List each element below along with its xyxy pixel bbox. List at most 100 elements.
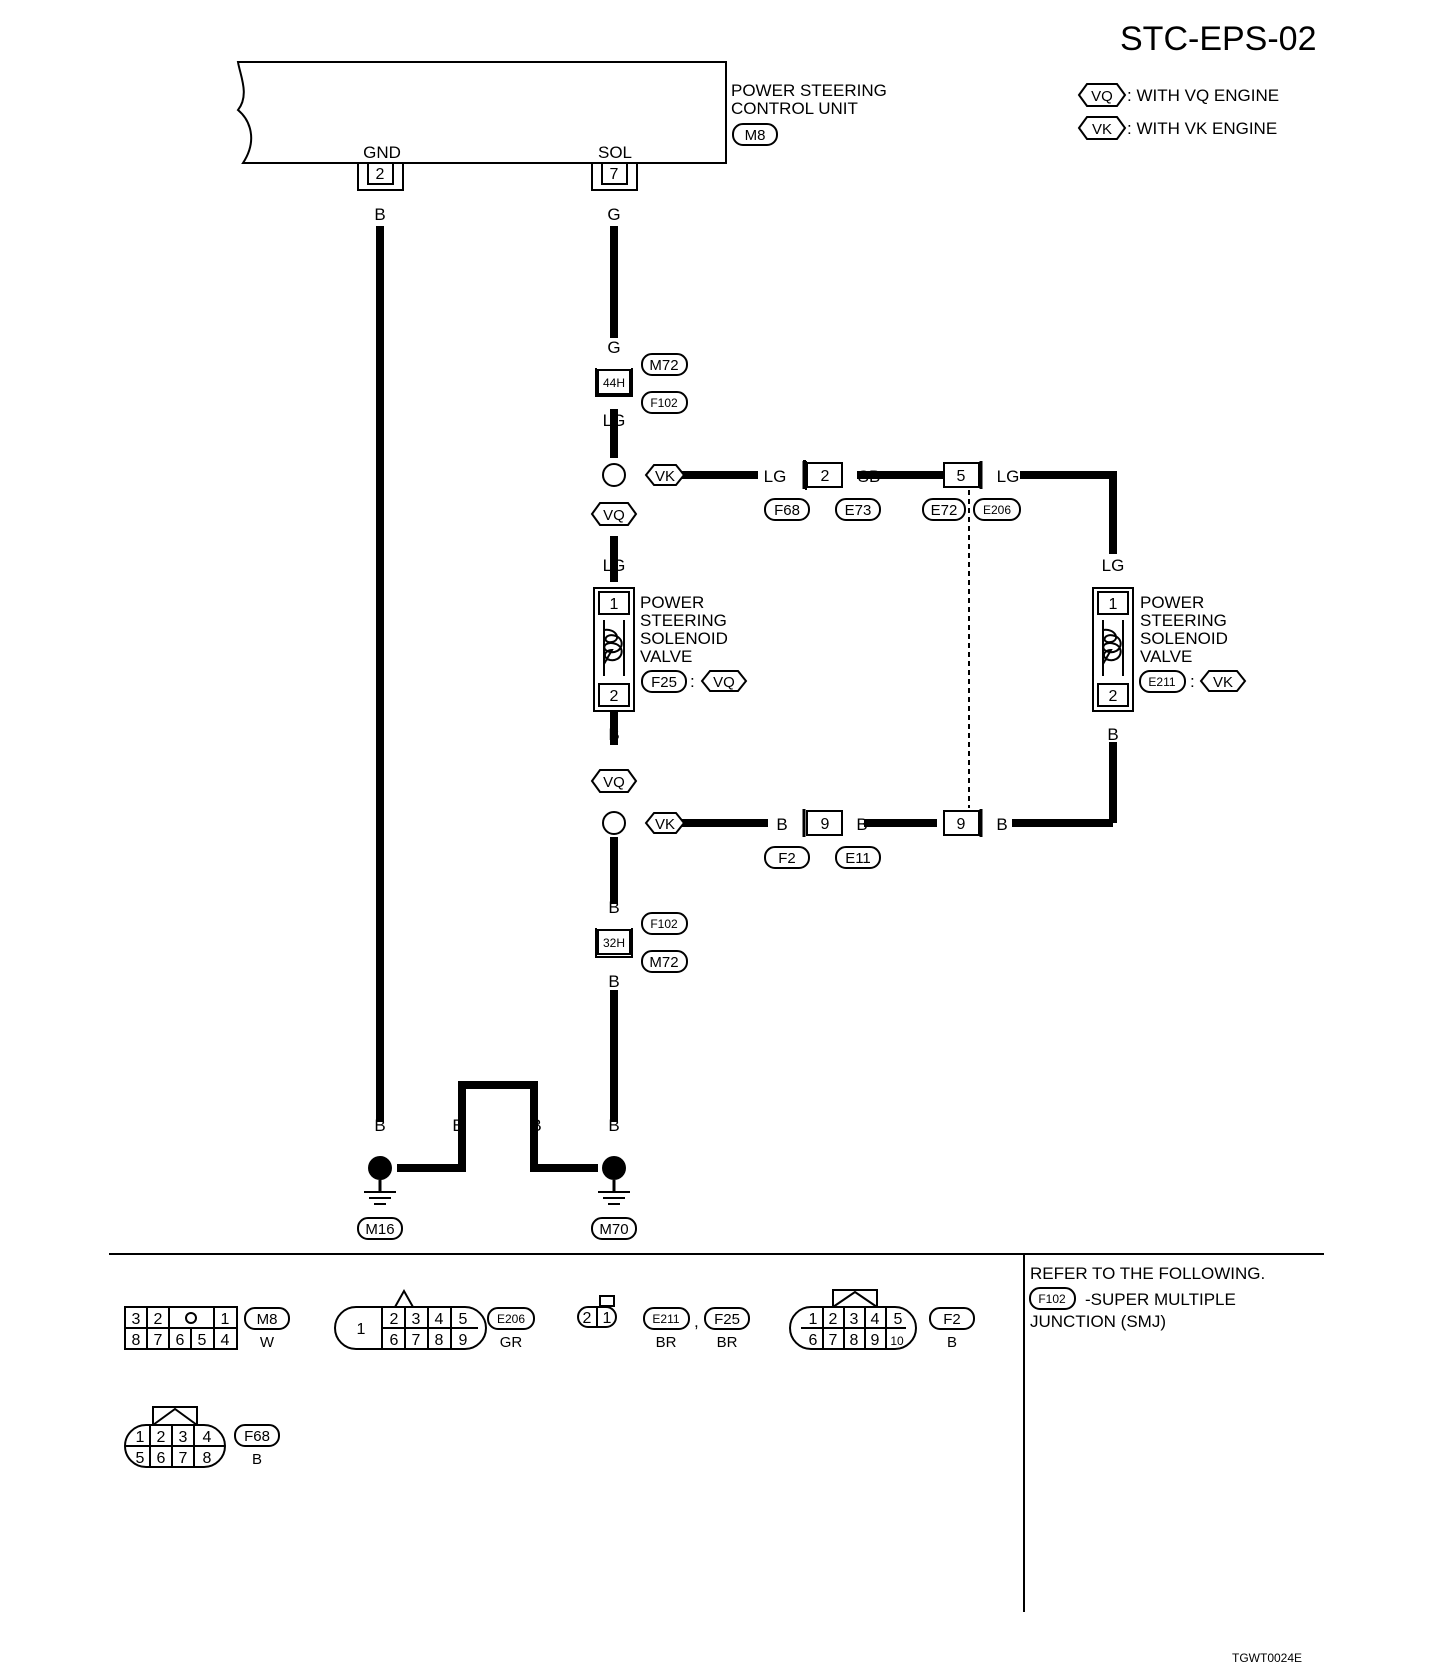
valve-vq-line2: STEERING — [640, 611, 727, 630]
junction-32h: 32H F102 M72 — [595, 912, 688, 973]
junction-44h-conn-bottom: F102 — [650, 396, 678, 410]
e206-bottom-3: 8 — [435, 1332, 444, 1349]
m8-empty-cavity — [185, 1312, 197, 1324]
connector-e73-label: E73 — [845, 502, 872, 519]
valve-vk-line4: VALVE — [1140, 647, 1192, 666]
connector-e11-label: E11 — [845, 850, 871, 867]
m8-bottom-1: 8 — [132, 1332, 141, 1349]
e206-top-3: 4 — [435, 1311, 444, 1328]
f68-color: B — [252, 1451, 262, 1468]
valve-vk-colon: : — [1190, 672, 1195, 691]
e211-color: BR — [656, 1334, 677, 1351]
footer-code: TGWT0024E — [1232, 1651, 1302, 1665]
f2-bottom-3: 8 — [850, 1332, 859, 1349]
f2-id: F2 — [943, 1311, 961, 1328]
valve-vq-line4: VALVE — [640, 647, 692, 666]
lower-branch-vq-tag: VQ — [603, 774, 625, 791]
wire-vk-lower-left: B — [776, 815, 787, 834]
e206-bottom-4: 9 — [459, 1332, 468, 1349]
junction-44h: 44H M72 F102 — [595, 353, 688, 414]
f2-top-1: 1 — [809, 1311, 818, 1328]
upper-branch: VK VQ — [590, 463, 686, 526]
connector-view-e211-f25: 2 1 E211 , F25 BR BR — [577, 1295, 750, 1351]
legend-vq-text: : WITH VQ ENGINE — [1127, 86, 1279, 105]
valve-vk-engine-tag: VK — [1213, 674, 1233, 691]
wire-ground-4: B — [608, 1116, 619, 1135]
gnd-terminal: 2 — [357, 162, 404, 191]
m8-bottom-3: 6 — [176, 1332, 185, 1349]
wire-vk-upper-mid: SB — [858, 467, 881, 486]
e211-f25-comma: , — [694, 1312, 699, 1331]
m8-top-1: 3 — [132, 1311, 141, 1328]
lower-branch-vk-tag: VK — [655, 816, 675, 833]
connector-view-m8: 3 2 1 8 7 6 5 4 M8 W — [124, 1306, 290, 1351]
diagram-id: STC-EPS-02 — [1120, 20, 1317, 58]
legend-vk-tag: VK — [1092, 121, 1112, 138]
legend-vk: VK : WITH VK ENGINE — [1077, 116, 1277, 140]
f2-top-5: 5 — [894, 1311, 903, 1328]
wire-gnd-color: B — [374, 205, 385, 224]
f2-top-2: 2 — [829, 1311, 838, 1328]
valve-vq-pin-top: 1 — [610, 596, 619, 613]
valve-vk-pin-bottom: 2 — [1109, 688, 1118, 705]
f68-id: F68 — [244, 1428, 270, 1445]
legend-vq-tag: VQ — [1091, 88, 1113, 105]
f68-bottom-3: 7 — [179, 1450, 188, 1467]
connector-lower-right: 9 — [943, 809, 983, 837]
e206-top-4: 5 — [459, 1311, 468, 1328]
f2-bottom-5: 10 — [890, 1334, 904, 1348]
f2-top-4: 4 — [871, 1311, 880, 1328]
connector-view-f68: 1 2 3 4 5 6 7 8 F68 B — [124, 1406, 280, 1468]
connector-e72-label: E72 — [931, 502, 958, 519]
refer-note-line3: JUNCTION (SMJ) — [1030, 1312, 1166, 1331]
upper-branch-vq-tag: VQ — [603, 507, 625, 524]
legend-vk-text: : WITH VK ENGINE — [1127, 119, 1277, 138]
wire-sol-color: G — [607, 205, 620, 224]
valve-vq-line1: POWER — [640, 593, 704, 612]
e206-big-pin: 1 — [357, 1321, 366, 1338]
valve-vk-pin-top: 1 — [1109, 596, 1118, 613]
e206-bottom-2: 7 — [412, 1332, 421, 1349]
wire-vk-lower-mid: B — [856, 815, 867, 834]
e211-id: E211 — [652, 1312, 679, 1326]
connector-e72-e206: 5 E72 E206 — [922, 461, 1021, 521]
connector-f2-e11: 9 F2 E11 — [764, 809, 881, 869]
control-unit-connector: M8 — [745, 127, 766, 144]
f2-bottom-2: 7 — [829, 1332, 838, 1349]
coil-icon — [603, 628, 623, 665]
refer-note-line2: -SUPER MULTIPLE — [1085, 1290, 1236, 1309]
wire-below-branch: B — [608, 898, 619, 917]
e206-bottom-1: 6 — [390, 1332, 399, 1349]
f2-color: B — [947, 1334, 957, 1351]
connector-f2-e11-pin: 9 — [821, 816, 830, 833]
f2-bottom-1: 6 — [809, 1332, 818, 1349]
f2-top-3: 3 — [850, 1311, 859, 1328]
wire-vq-valve-in: LG — [603, 556, 626, 575]
connector-f68-e73: 2 F68 E73 — [764, 460, 881, 521]
f25-color: BR — [717, 1334, 738, 1351]
sol-label: SOL — [598, 143, 632, 162]
m8-id: M8 — [257, 1311, 278, 1328]
f68-top-3: 3 — [179, 1429, 188, 1446]
e206-id: E206 — [497, 1312, 525, 1326]
wire-vk-upper-right: LG — [997, 467, 1020, 486]
f25-id: F25 — [714, 1311, 740, 1328]
lower-branch: VQ VK — [590, 769, 686, 835]
connector-f2-label: F2 — [778, 850, 796, 867]
f68-top-1: 1 — [136, 1429, 145, 1446]
ground-m70: M70 — [591, 1156, 637, 1240]
junction-32h-conn-bottom: M72 — [649, 954, 678, 971]
valve-vq-colon: : — [690, 672, 695, 691]
valve-vk-line3: SOLENOID — [1140, 629, 1228, 648]
junction-44h-conn-top: M72 — [649, 357, 678, 374]
m8-top-2: 2 — [154, 1311, 163, 1328]
junction-32h-pin: 32H — [603, 936, 625, 950]
wire-after-44h: LG — [603, 411, 626, 430]
connector-lower-right-pin: 9 — [957, 816, 966, 833]
valve-vq-line3: SOLENOID — [640, 629, 728, 648]
wire-below-32h: B — [608, 972, 619, 991]
connector-f68-e73-pin: 2 — [821, 468, 830, 485]
wire-vk-lower-right: B — [996, 815, 1007, 834]
m8-bottom-4: 5 — [198, 1332, 207, 1349]
